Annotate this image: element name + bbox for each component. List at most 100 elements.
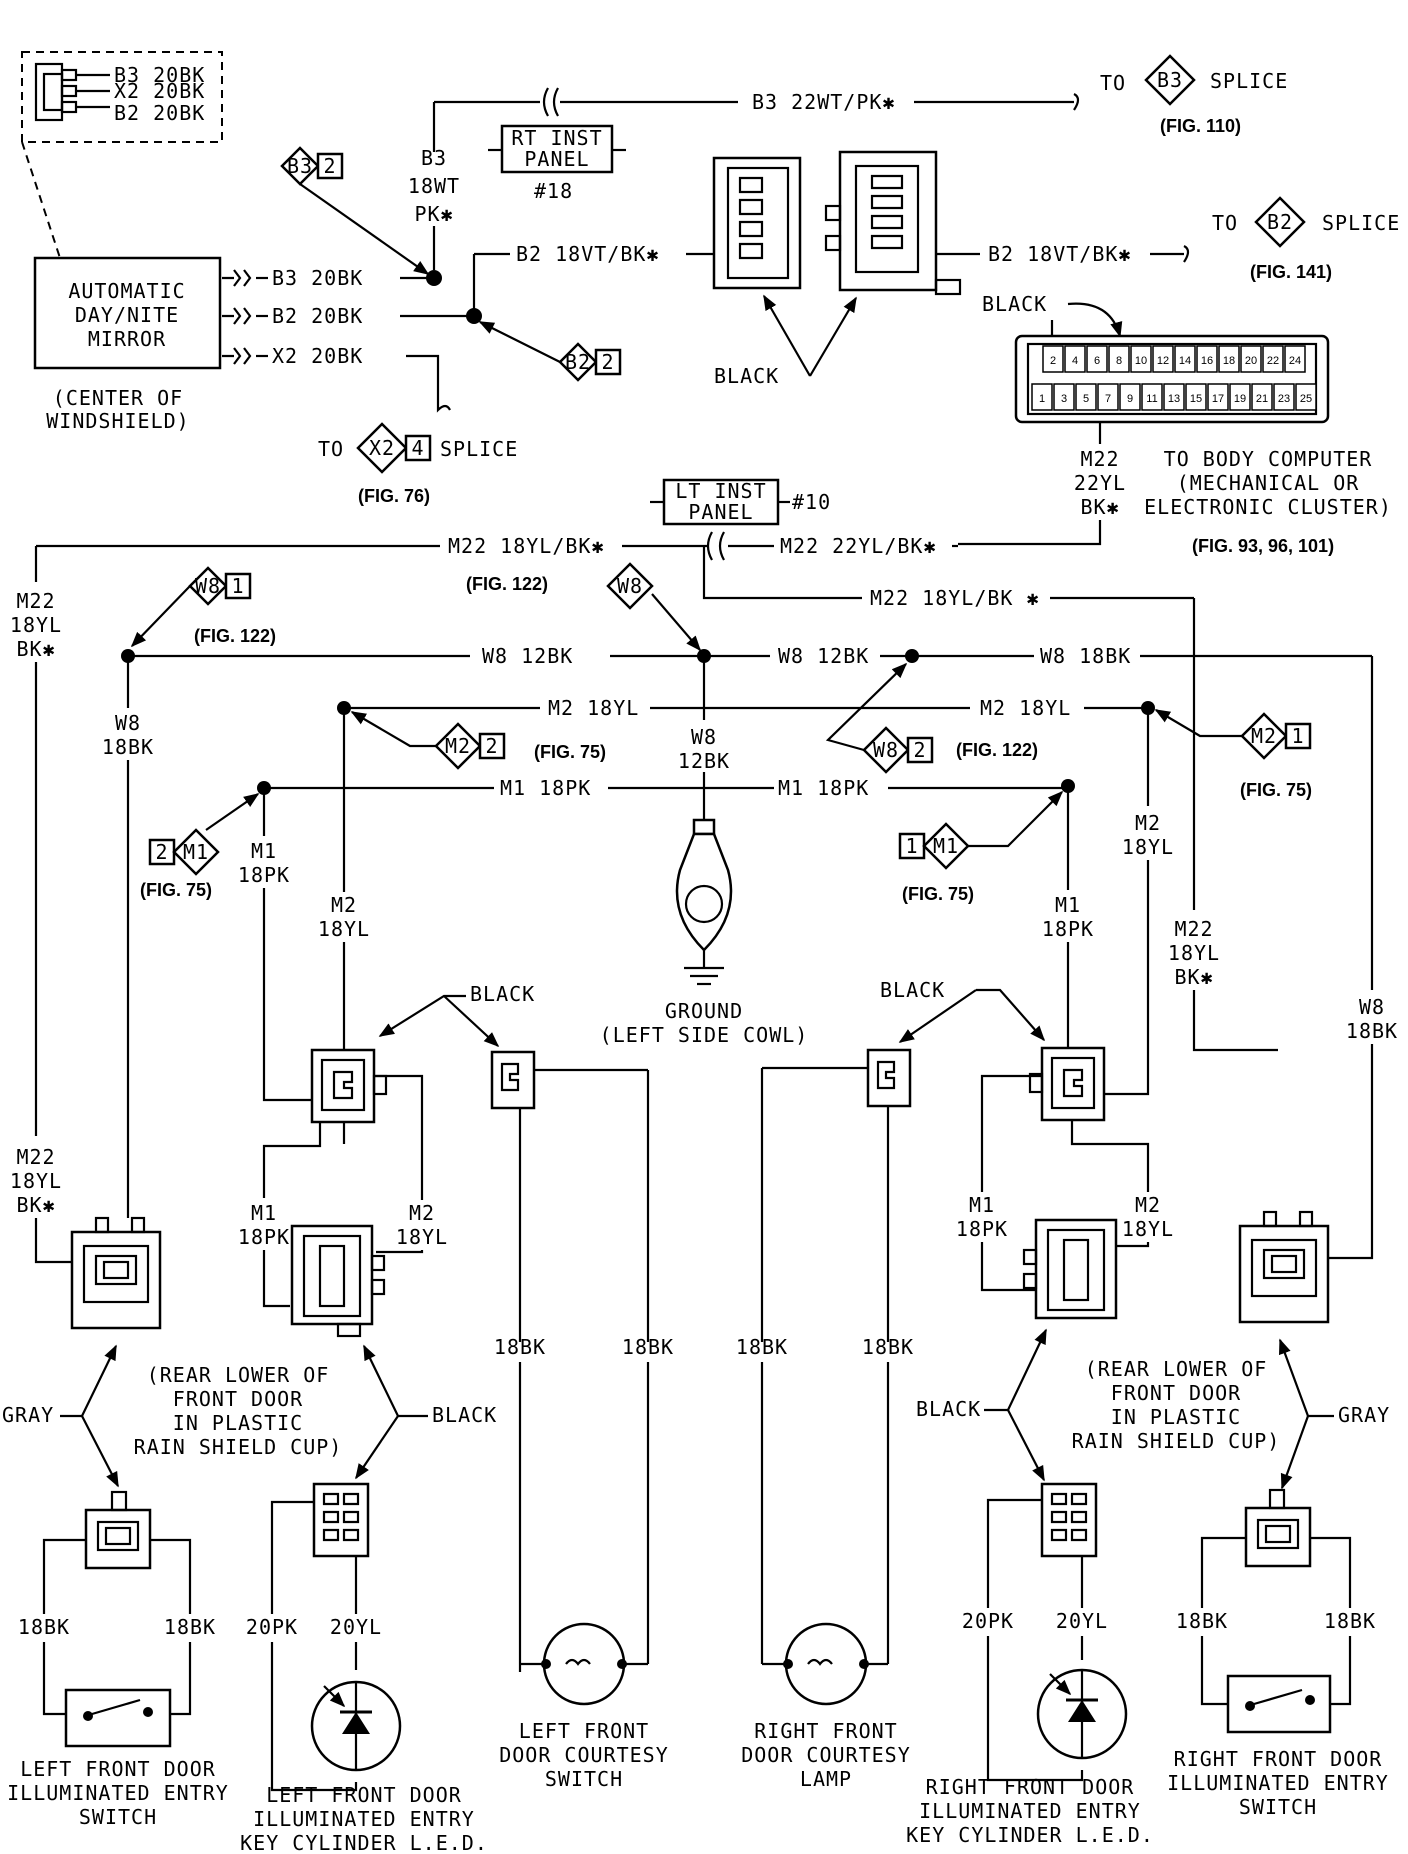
- x2-splice-ref: TO X2 4 SPLICE (FIG. 76): [318, 422, 517, 506]
- inset-pin-x2: X2 20BK: [114, 79, 205, 103]
- rear-lower-left-4: RAIN SHIELD CUP): [134, 1435, 343, 1459]
- gray-label-left: GRAY: [2, 1403, 54, 1427]
- m2-tag-right-pin: 1: [1291, 724, 1304, 748]
- lf-switch-label-1: LEFT FRONT DOOR: [20, 1757, 216, 1781]
- vl-lower-left-m1-1: M1: [251, 1201, 277, 1225]
- b3-circuit: B3 22WT/PK✱ TO B3 SPLICE (FIG. 110) B3 1…: [280, 54, 1287, 286]
- wire-b3-22wt-pk: B3 22WT/PK✱: [752, 90, 895, 114]
- wire-w8-left: W8 12BK: [482, 644, 573, 668]
- mirror-location-line2: WINDSHIELD): [46, 409, 189, 433]
- bc-pin-8: 8: [1116, 355, 1122, 367]
- b2-splice-to: TO: [1212, 211, 1238, 235]
- rf-switch-label-3: SWITCH: [1239, 1795, 1317, 1819]
- fig75-m2-right: (FIG. 75): [1240, 780, 1312, 800]
- lf-led-wire-yl: 20YL: [330, 1615, 382, 1639]
- b3-vertical-line3: PK✱: [414, 202, 453, 226]
- mirror-location-line1: (CENTER OF: [53, 386, 183, 410]
- right-door-connectors: [1022, 1210, 1330, 1324]
- rear-lower-right-2: FRONT DOOR: [1111, 1381, 1241, 1405]
- bc-m22-line3: BK✱: [1080, 495, 1119, 519]
- inset-pin-b2: B2 20BK: [114, 101, 205, 125]
- right-door-jamb-connectors: M1 18PK M2 18YL BLACK: [760, 978, 1173, 1342]
- w8-center-tag: [606, 562, 654, 610]
- lt-panel-line1: LT INST: [675, 479, 766, 503]
- bc-pin-cell: [1229, 383, 1251, 411]
- lf-led-connector: 20PK 20YL: [246, 1482, 382, 1792]
- bc-label-line3: ELECTRONIC CLUSTER): [1144, 495, 1392, 519]
- lower-annotations: (REAR LOWER OF FRONT DOOR IN PLASTIC RAI…: [2, 1328, 1389, 1490]
- bc-pin-cell: [1108, 345, 1130, 373]
- b3-splice-fig: (FIG. 110): [1160, 116, 1241, 136]
- m1-1-tag: [922, 822, 970, 870]
- lf-courtesy-label-1: LEFT FRONT: [519, 1719, 649, 1743]
- x2-tag-wire: X2: [369, 436, 395, 460]
- b3-splice-wire: B3: [1157, 68, 1183, 92]
- b3-tag-wire: B3: [287, 154, 313, 178]
- m2-2-tag: [434, 722, 482, 770]
- lt-panel-line2: PANEL: [688, 500, 753, 524]
- w8-tag2-wire: W8: [873, 738, 899, 762]
- bc-pin-cell: [1174, 345, 1196, 373]
- b3-splice-to: TO: [1100, 71, 1126, 95]
- rear-lower-right-4: RAIN SHIELD CUP): [1072, 1429, 1281, 1453]
- right-vertical-wires: M1 18PK M2 18YL M22 18YL BK✱ W8 18BK: [1042, 708, 1398, 1260]
- bc-pin-4: 4: [1072, 355, 1078, 367]
- fig122-m22: (FIG. 122): [466, 574, 548, 594]
- rf-switch-label-1: RIGHT FRONT DOOR: [1174, 1747, 1383, 1771]
- wire-m22-right: M22 18YL/BK ✱: [870, 586, 1040, 610]
- vl-lower-left-m2-1: M2: [409, 1201, 435, 1225]
- black-label-left-lower: BLACK: [432, 1403, 497, 1427]
- bc-pin-cell: [1075, 383, 1097, 411]
- vl-lower-right-m2-1: M2: [1135, 1193, 1161, 1217]
- vl-left-m22-2: 18YL: [10, 613, 62, 637]
- m2-tag-left-pin: 2: [485, 734, 498, 758]
- vl-left-m2-2: 18YL: [318, 917, 370, 941]
- m1-tag-right-wire: M1: [933, 834, 959, 858]
- mirror-name-line3: MIRROR: [88, 327, 166, 351]
- bc-pin-cell: [1031, 383, 1053, 411]
- w8-tag1-pin: 1: [231, 574, 244, 598]
- b2-splice-tag: [1254, 196, 1306, 248]
- vl-right-w8-1: W8: [1359, 995, 1385, 1019]
- m1-circuit: M1 18PK M1 18PK 2 M1 (FIG. 75) 1 M1 (FIG…: [140, 776, 1075, 904]
- bc-pin-3: 3: [1061, 393, 1067, 405]
- bc-pin-19: 19: [1234, 393, 1246, 405]
- wire-m2-left: M2 18YL: [548, 696, 639, 720]
- x2-splice-to: TO: [318, 437, 344, 461]
- wire-b3-20bk: B3 20BK: [272, 266, 363, 290]
- vl-right-m1-2: 18PK: [1042, 917, 1094, 941]
- top-black-label-left: BLACK: [714, 364, 779, 388]
- wire-m2-right: M2 18YL: [980, 696, 1071, 720]
- bc-pin-cell: [1152, 345, 1174, 373]
- black-label-right-mid: BLACK: [880, 978, 945, 1002]
- vl-right-m22-1: M22: [1174, 917, 1213, 941]
- lf-illuminated-entry-switch: LEFT FRONT DOOR ILLUMINATED ENTRY SWITCH: [7, 1688, 228, 1829]
- bc-pin-12: 12: [1157, 355, 1169, 367]
- bc-pin-18: 18: [1223, 355, 1235, 367]
- bc-pin-20: 20: [1245, 355, 1257, 367]
- bc-pin-cell: [1284, 345, 1306, 373]
- wire-m1-right: M1 18PK: [778, 776, 869, 800]
- lt-panel-number: #10: [792, 490, 831, 514]
- rf-led-wire-pk: 20PK: [962, 1609, 1014, 1633]
- bc-pin-cell: [1064, 345, 1086, 373]
- rear-lower-left-2: FRONT DOOR: [173, 1387, 303, 1411]
- rf-led-connector: 20PK 20YL: [962, 1482, 1107, 1782]
- splice-dot-w8-right: [905, 649, 919, 663]
- rt-panel-line2: PANEL: [524, 147, 589, 171]
- rf-switch-connector: 18BK 18BK: [1176, 1488, 1375, 1706]
- bc-pin-17: 17: [1212, 393, 1224, 405]
- b2-tag-pin: 2: [601, 350, 614, 374]
- vl-left-w8-1: W8: [115, 711, 141, 735]
- vl-left-m1-1: M1: [251, 839, 277, 863]
- bc-pin-cell: [1207, 383, 1229, 411]
- bc-pin-15: 15: [1190, 393, 1202, 405]
- w8-1-tag: [188, 566, 228, 606]
- m1-tag-left-wire: M1: [183, 840, 209, 864]
- m2-tag-left-wire: M2: [445, 734, 471, 758]
- bc-fig: (FIG. 93, 96, 101): [1192, 536, 1334, 556]
- vl-right-w8-2: 18BK: [1346, 1019, 1398, 1043]
- bc-pin-9: 9: [1127, 393, 1133, 405]
- rf-led-label-2: ILLUMINATED ENTRY: [919, 1799, 1141, 1823]
